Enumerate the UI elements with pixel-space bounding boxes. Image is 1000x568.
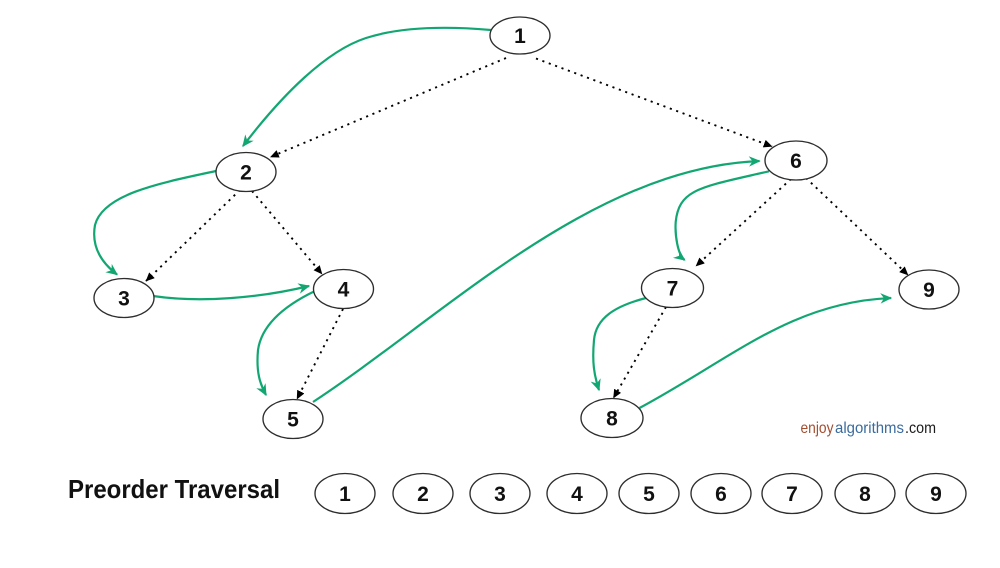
svg-text:1: 1: [514, 25, 526, 48]
svg-text:7: 7: [667, 278, 679, 301]
svg-text:algorithms: algorithms: [835, 420, 904, 437]
svg-text:6: 6: [790, 150, 802, 173]
svg-text:6: 6: [715, 483, 727, 506]
svg-text:2: 2: [417, 483, 429, 506]
svg-text:4: 4: [338, 279, 350, 302]
svg-text:3: 3: [118, 288, 130, 311]
svg-text:2: 2: [240, 162, 252, 185]
svg-text:9: 9: [930, 483, 942, 506]
svg-text:1: 1: [339, 483, 351, 506]
svg-text:Preorder Traversal: Preorder Traversal: [68, 474, 280, 504]
svg-text:5: 5: [287, 409, 299, 432]
svg-text:8: 8: [606, 408, 618, 431]
svg-text:3: 3: [494, 483, 506, 506]
svg-text:4: 4: [571, 483, 583, 506]
svg-text:5: 5: [643, 483, 655, 506]
svg-text:.com: .com: [905, 420, 936, 437]
svg-text:enjoy: enjoy: [801, 420, 834, 437]
svg-text:9: 9: [923, 279, 935, 302]
svg-text:8: 8: [859, 483, 871, 506]
svg-text:7: 7: [786, 483, 798, 506]
